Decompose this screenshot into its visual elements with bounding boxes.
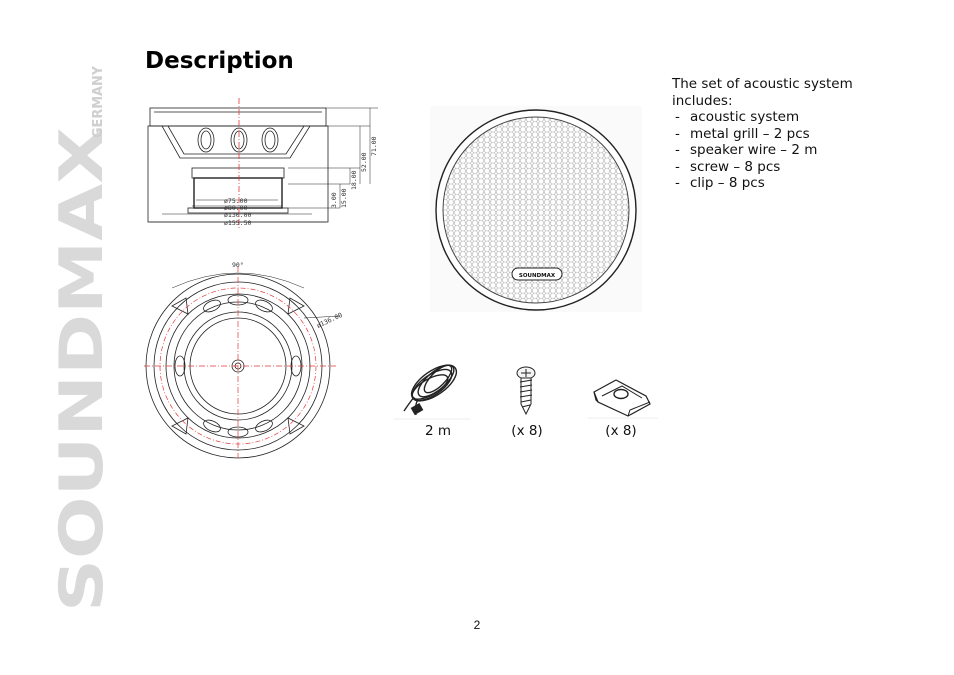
speaker-side-view-drawing: ø75.00 ø80.00 ø130.00 ø155.50 52.00 71.0… bbox=[147, 98, 378, 228]
dim-diameter-80: ø80.00 bbox=[224, 204, 248, 212]
speaker-top-view-drawing: 90° ø136.00 bbox=[144, 261, 344, 459]
list-item: -clip – 8 pcs bbox=[675, 175, 765, 191]
package-contents: The set of acoustic system includes: -ac… bbox=[672, 76, 902, 192]
clip-image bbox=[588, 379, 658, 419]
dim-height-52: 52.00 bbox=[360, 152, 368, 172]
dim-diameter-155: ø155.50 bbox=[224, 219, 251, 227]
dim-height-15: 15.00 bbox=[340, 188, 348, 208]
clip-caption: (x 8) bbox=[605, 423, 637, 439]
dim-height-3: 3.00 bbox=[330, 192, 338, 208]
metal-grill-image: SOUNDMAX bbox=[430, 106, 642, 312]
dim-diameter-75: ø75.00 bbox=[224, 197, 248, 205]
dim-angle-90: 90° bbox=[232, 261, 244, 269]
screw-caption: (x 8) bbox=[511, 423, 543, 439]
package-contents-list: -acoustic system -metal grill – 2 pcs -s… bbox=[672, 109, 902, 192]
list-item: -metal grill – 2 pcs bbox=[675, 125, 810, 142]
list-item: -screw – 8 pcs bbox=[675, 158, 781, 175]
dim-diameter-136: ø136.00 bbox=[315, 311, 343, 330]
speaker-wire-image bbox=[394, 364, 470, 420]
page-title: Description bbox=[145, 48, 294, 74]
brand-logo-vertical: SOUNDMAX GERMANY bbox=[47, 65, 117, 612]
brand-country: GERMANY bbox=[91, 65, 106, 138]
dim-height-71: 71.00 bbox=[370, 136, 378, 156]
speaker-wire-caption: 2 m bbox=[424, 423, 452, 439]
screw-image bbox=[516, 366, 536, 416]
page-number: 2 bbox=[473, 618, 481, 632]
list-item: -speaker wire – 2 m bbox=[675, 142, 818, 158]
dim-height-18: 18.00 bbox=[350, 170, 358, 190]
package-contents-intro: The set of acoustic system includes: bbox=[672, 76, 853, 109]
list-item: -acoustic system bbox=[675, 109, 800, 125]
dim-diameter-130: ø130.00 bbox=[224, 211, 251, 219]
grill-badge: SOUNDMAX bbox=[519, 273, 556, 279]
brand-name: SOUNDMAX bbox=[47, 127, 117, 612]
